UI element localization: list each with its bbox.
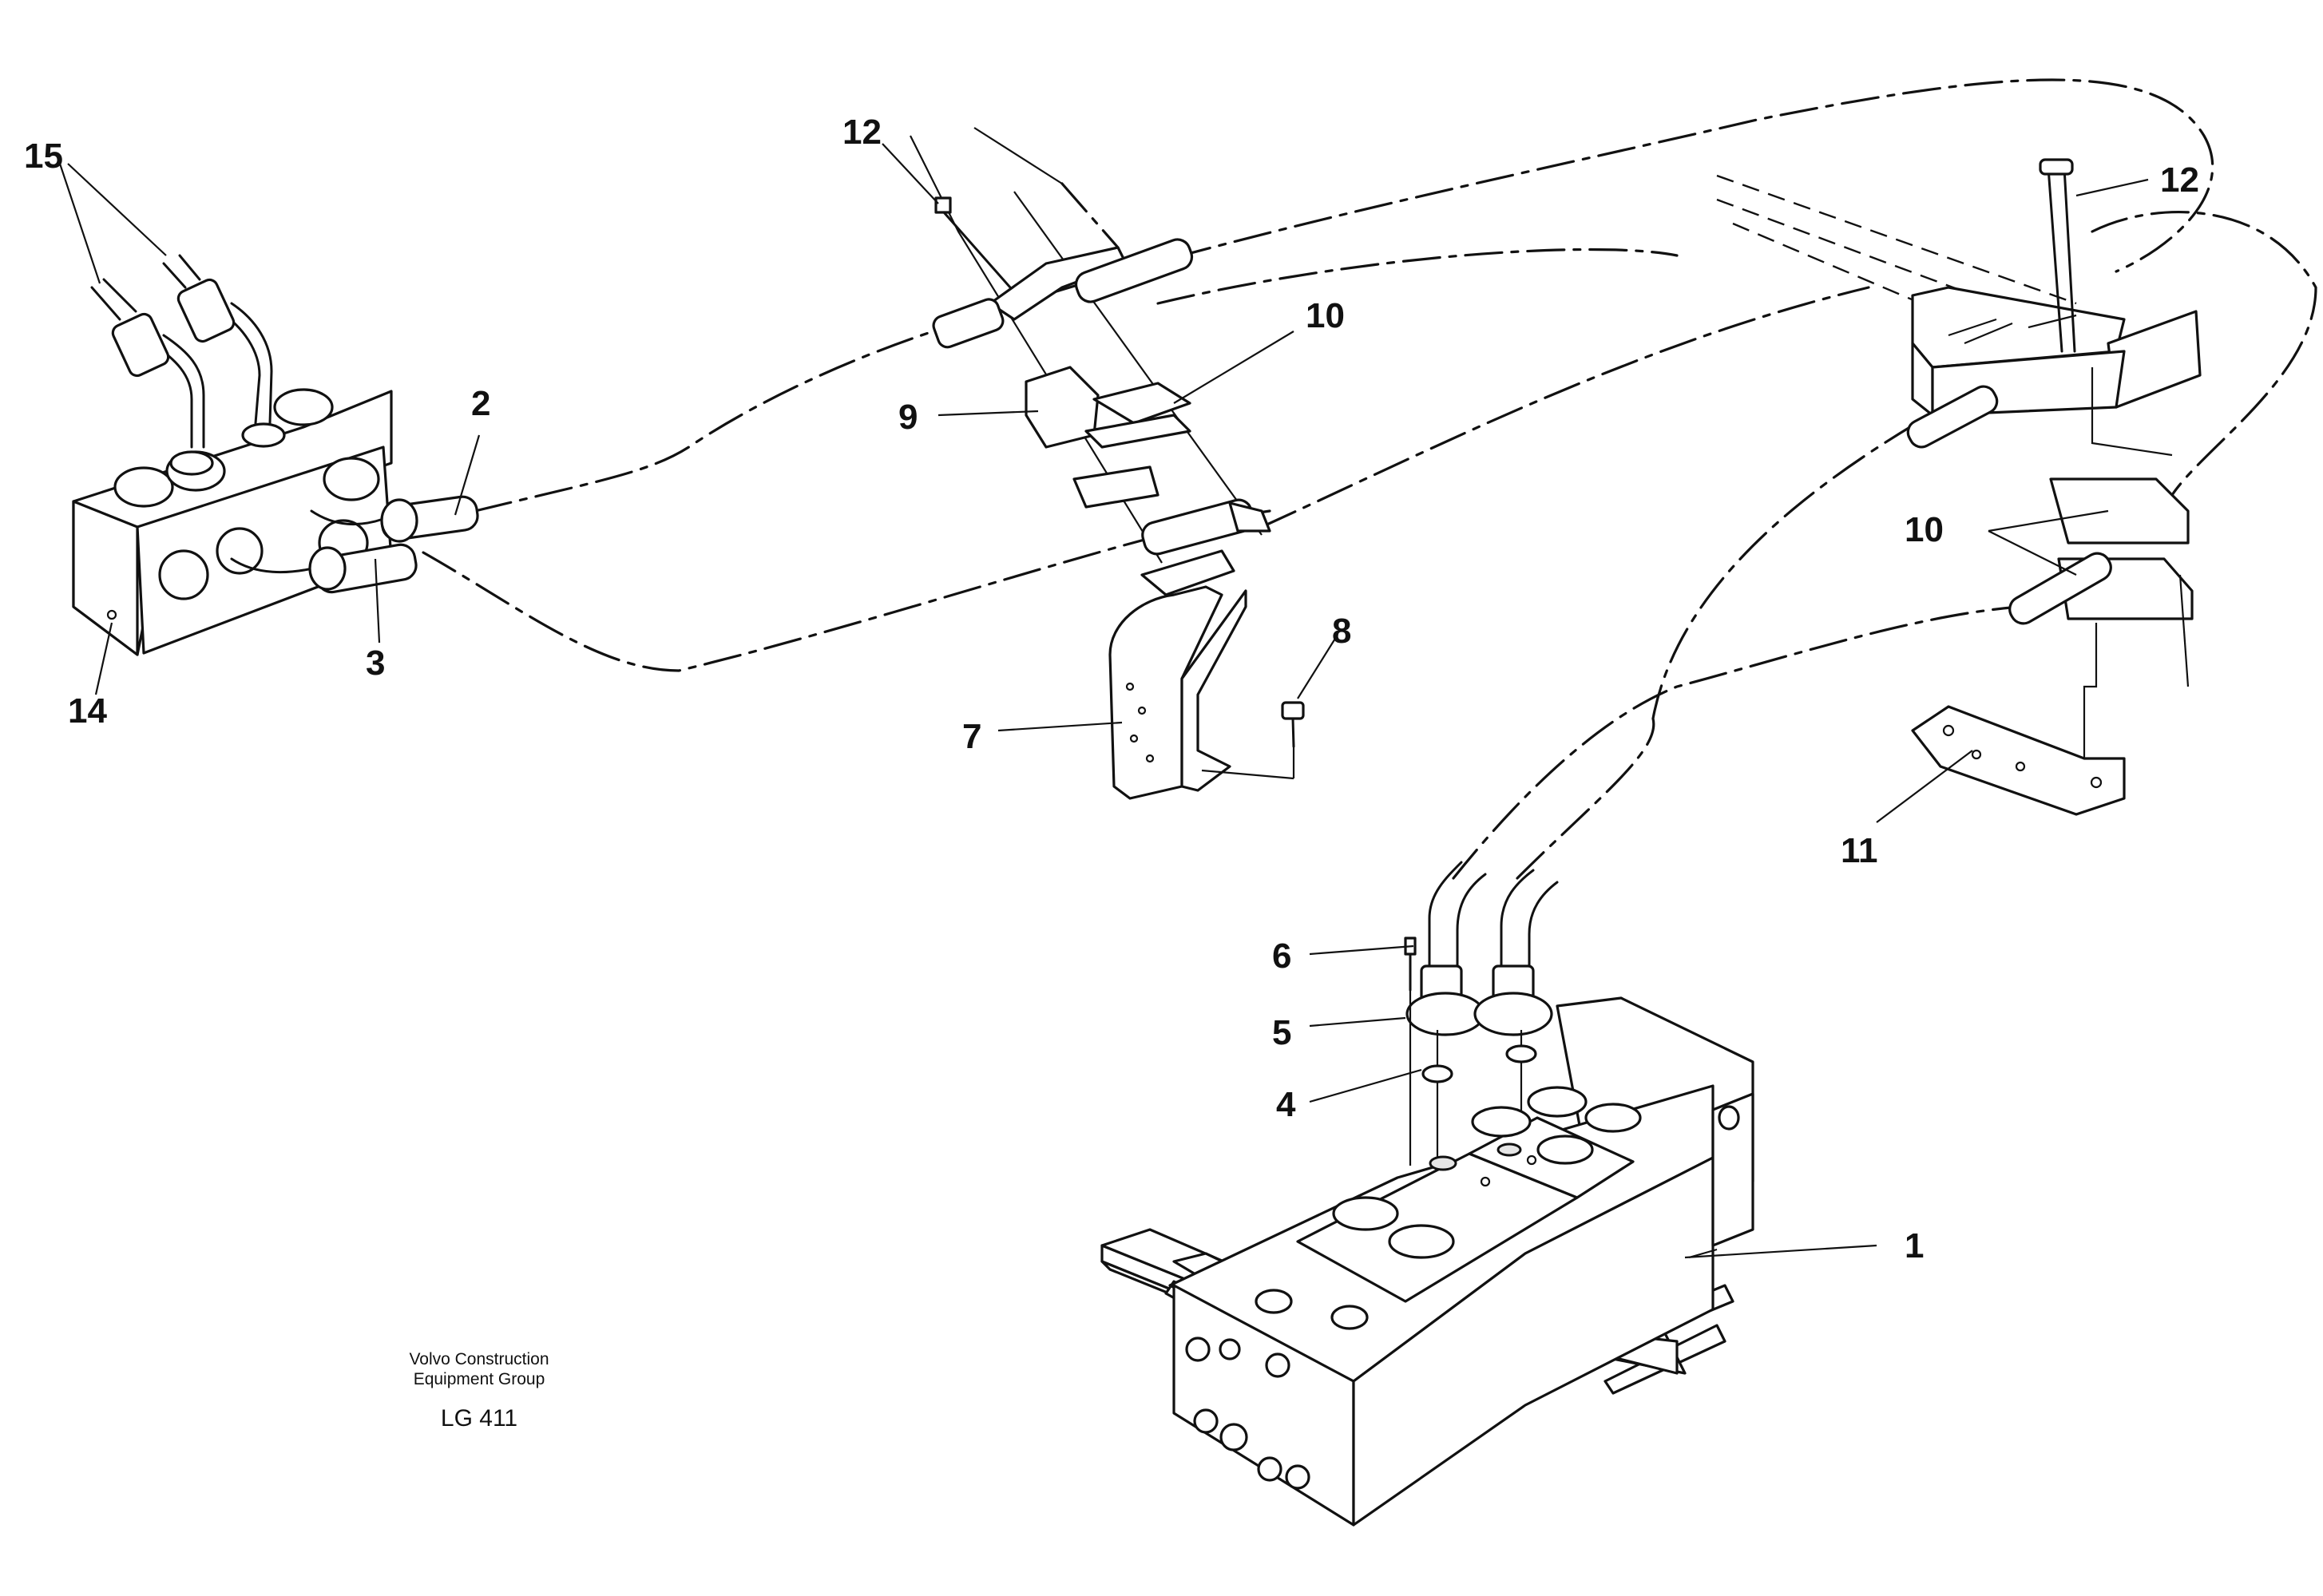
callout-11: 11 xyxy=(1841,831,1878,870)
callout-5: 5 xyxy=(1272,1013,1291,1052)
callout-3: 3 xyxy=(366,644,385,683)
company-caption: Volvo Construction Equipment Group xyxy=(343,1349,615,1389)
mounting-plate-11 xyxy=(1911,705,2126,816)
callout-7: 7 xyxy=(962,717,981,756)
bolt-8 xyxy=(1281,701,1305,778)
callout-12-right: 12 xyxy=(2160,160,2199,200)
callout-8: 8 xyxy=(1332,612,1351,651)
leader-lines xyxy=(58,143,2149,1259)
callout-4: 4 xyxy=(1276,1085,1296,1124)
company-line-2: Equipment Group xyxy=(413,1370,545,1388)
hose-fittings-15 xyxy=(90,254,286,476)
callout-labels: 15 2 3 14 12 10 9 7 8 12 10 11 6 5 4 1 xyxy=(24,113,2199,1265)
callout-10-right: 10 xyxy=(1905,510,1944,549)
drawing-code: LG 411 xyxy=(440,1405,518,1432)
bracket-assembly-7-9-10 xyxy=(910,127,1294,800)
callout-9: 9 xyxy=(898,398,918,437)
control-valve-block-14 xyxy=(72,388,393,656)
callout-10-center: 10 xyxy=(1306,296,1345,335)
callout-14: 14 xyxy=(68,691,107,731)
callout-1: 1 xyxy=(1905,1226,1924,1265)
clamp-block-right xyxy=(1906,158,2202,766)
main-valve-block-1 xyxy=(1100,996,1754,1527)
company-line-1: Volvo Construction xyxy=(409,1350,549,1368)
callout-2: 2 xyxy=(471,384,490,423)
hoses-2-3 xyxy=(230,495,479,594)
hose-connection-4-5-6 xyxy=(1404,861,1559,1166)
callout-6: 6 xyxy=(1272,937,1291,976)
callout-12-center: 12 xyxy=(842,113,882,152)
bolt-12-center xyxy=(934,196,1012,289)
callout-15: 15 xyxy=(24,137,63,176)
